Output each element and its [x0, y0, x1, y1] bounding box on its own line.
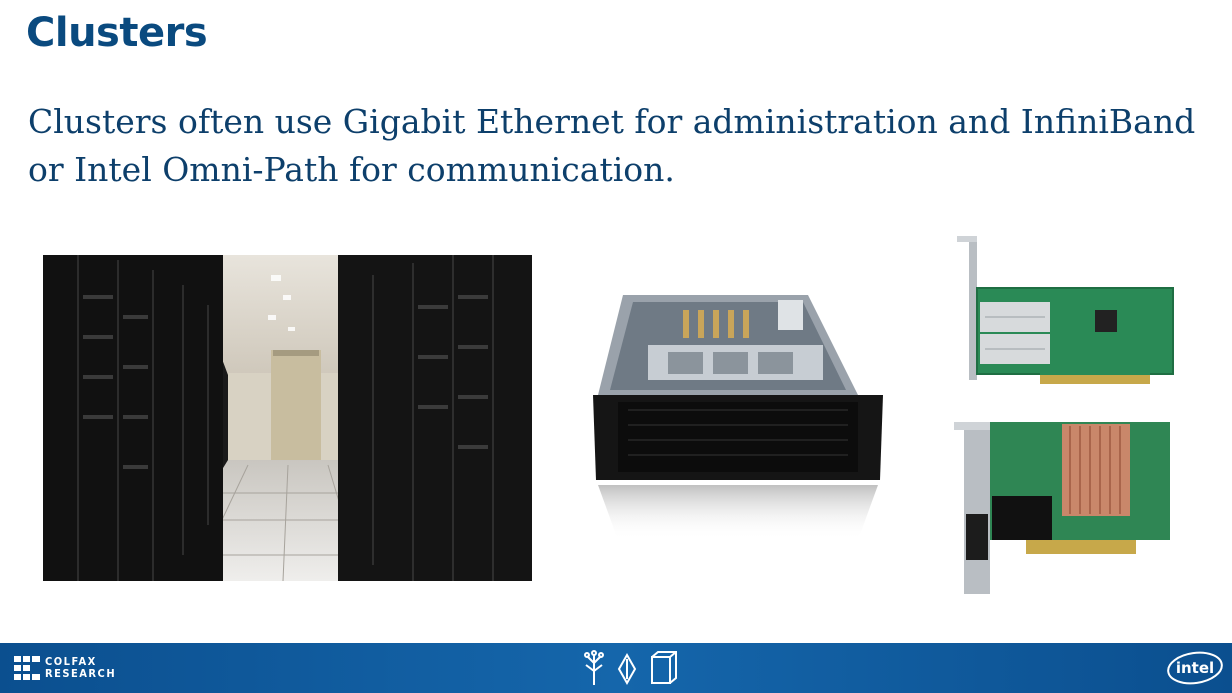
- colfax-brand-line2: RESEARCH: [45, 667, 117, 680]
- tree-icon: [584, 650, 604, 685]
- network-adapter-card-top: [957, 236, 1174, 384]
- footer-band: COLFAX RESEARCH: [0, 643, 1232, 693]
- hpc-topic-icons: [584, 650, 677, 686]
- intel-wordmark: intel: [1176, 659, 1214, 677]
- cube-icon: [651, 651, 677, 684]
- server-chassis-photo: [593, 295, 883, 540]
- slide-body-text: Clusters often use Gigabit Ethernet for …: [28, 102, 1196, 189]
- intel-logo: intel: [1167, 651, 1223, 685]
- colfax-research-logo: COLFAX RESEARCH: [14, 653, 116, 683]
- fabric-adapter-card-bottom: [954, 422, 1170, 594]
- slide-title: Clusters: [26, 10, 208, 56]
- colfax-brand-line1: COLFAX: [45, 655, 97, 668]
- data-center-photo: [43, 255, 532, 581]
- colfax-mark-icon: [14, 656, 40, 680]
- diamond-icon: [617, 652, 637, 686]
